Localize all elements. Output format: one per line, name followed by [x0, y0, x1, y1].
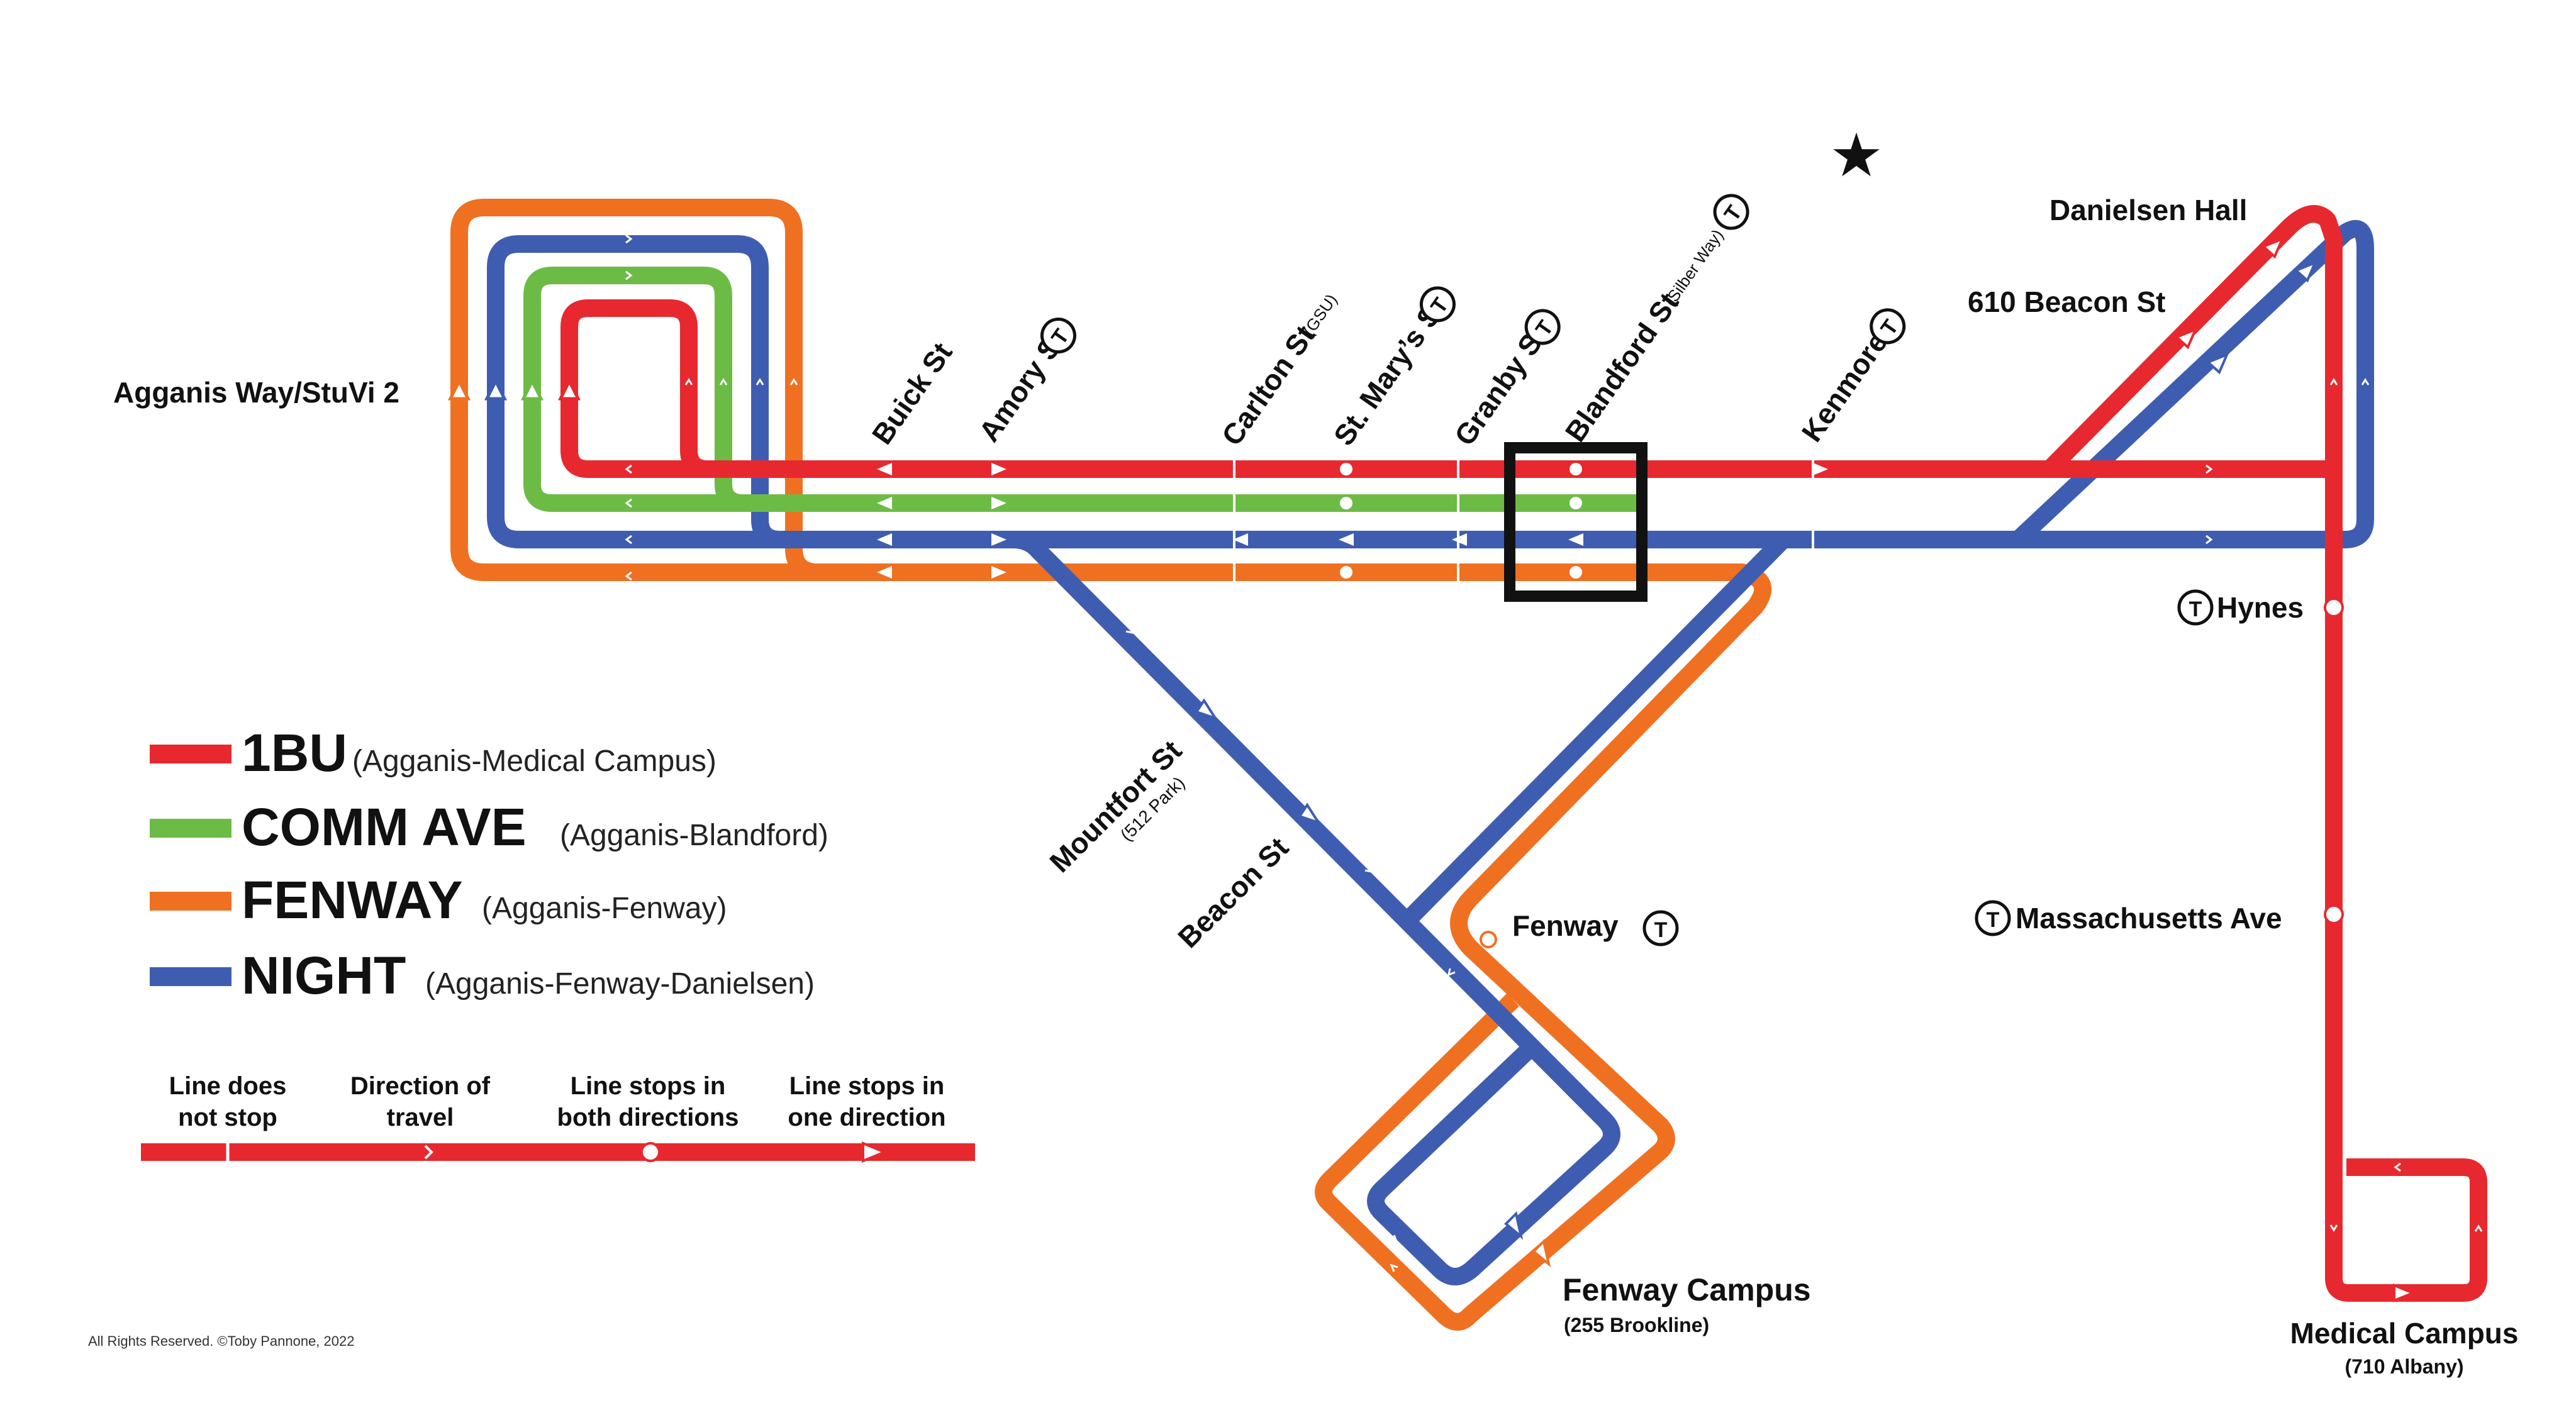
key-label-both-2: both directions: [557, 1104, 739, 1131]
legend-name-1bu: 1BU: [242, 723, 347, 782]
station-label-carlton: Carlton St: [1215, 319, 1322, 452]
agganis-green-stop: [520, 377, 544, 401]
station-label-danielsen: Danielsen Hall: [2049, 194, 2247, 226]
fenway-route-line: [450, 199, 1772, 1331]
legend-name-comm-ave: COMM AVE: [242, 797, 527, 857]
t-icon-letter: T: [2189, 597, 2202, 621]
legend-name-fenway: FENWAY: [242, 870, 463, 929]
hynes-stop: [2324, 597, 2344, 618]
station-sub-medical: (710 Albany): [2345, 1355, 2463, 1378]
legend-desc-night: (Agganis-Fenway-Danielsen): [425, 967, 815, 1001]
t-icon-letter: T: [1654, 918, 1668, 942]
key-label-one-1: Line stops in: [789, 1072, 945, 1100]
station-label-agganis: Agganis Way/StuVi 2: [113, 376, 399, 409]
1bu-route-line-danielsen: [2043, 205, 2343, 1264]
station-label-fenway-campus: Fenway Campus: [1563, 1272, 1811, 1307]
station-label-mass-ave: Massachusetts Ave: [2016, 902, 2282, 935]
t-icon: [1713, 194, 1749, 230]
night-route-line-east: [1400, 533, 1790, 928]
station-sub-fenway-campus: (255 Brookline): [1564, 1314, 1709, 1336]
station-sub-blandford: (Silber Way): [1660, 226, 1727, 310]
key-both-stop-circle: [640, 1142, 661, 1162]
legend-swatch-fenway: [150, 892, 231, 911]
station-label-fenway: Fenway: [1512, 909, 1619, 942]
legend-desc-fenway: (Agganis-Fenway): [482, 892, 727, 925]
key-direction-chevron: [424, 1145, 433, 1160]
blandford-highlight-box: [1504, 442, 1648, 602]
legend-name-night: NIGHT: [242, 946, 406, 1005]
key-one-direction-arrow: [862, 1141, 888, 1163]
comm-ave-route-line: [523, 267, 1641, 512]
stop-markers: [447, 236, 2417, 1302]
mass-ave-stop: [2324, 904, 2344, 924]
t-icon-letter: T: [1987, 908, 2000, 932]
t-icon: [1524, 309, 1561, 345]
direction-chevrons: [625, 234, 2483, 1272]
non-stop-ticks: [1233, 460, 1814, 581]
agganis-orange-stop: [447, 377, 471, 401]
route-lines: [450, 199, 2487, 1331]
station-label-medical: Medical Campus: [2290, 1317, 2519, 1350]
t-icon: [1040, 318, 1076, 354]
key-label-both-1: Line stops in: [571, 1072, 726, 1100]
station-label-blandford: Blandford St: [1559, 287, 1685, 448]
t-icon: [1419, 286, 1456, 323]
station-label-buick: Buick St: [866, 336, 959, 450]
night-route-line: [487, 235, 2019, 1285]
station-label-hynes: Hynes: [2217, 591, 2304, 624]
agganis-red-stop: [557, 377, 581, 401]
t-icon: [1975, 900, 2011, 936]
legend-desc-comm-ave: (Agganis-Blandford): [560, 819, 828, 852]
station-label-kenmore: Kenmore: [1795, 326, 1894, 448]
night-route-line-danielsen: [2012, 219, 2374, 548]
t-icon: [2177, 589, 2214, 626]
copyright-notice: All Rights Reserved. ©Toby Pannone, 2022: [88, 1333, 354, 1349]
t-icon: [1870, 308, 1906, 345]
station-label-beacon-st: Beacon St: [1171, 831, 1295, 954]
legend-swatch-comm-ave: [150, 819, 231, 838]
key-label-direction-1: Direction of: [350, 1072, 491, 1100]
agganis-blue-stop: [484, 377, 508, 401]
key-label-no-stop-2: not stop: [178, 1104, 277, 1131]
legend-desc-1bu: (Agganis-Medical Campus): [352, 745, 716, 778]
star-icon: ★: [1829, 120, 1883, 191]
key-label-direction-2: travel: [387, 1104, 454, 1131]
1bu-route-line: [560, 299, 2331, 478]
station-label-610-beacon: 610 Beacon St: [1968, 286, 2165, 318]
legend-swatch-1bu: [150, 745, 231, 763]
legend-swatch-night: [150, 967, 231, 986]
key-label-no-stop-1: Line does: [169, 1072, 287, 1100]
station-sub-carlton: (GSU): [1299, 291, 1341, 340]
t-icon: [1642, 910, 1679, 946]
fenway-stop: [1480, 931, 1497, 948]
1bu-route-line-medical: [2325, 1158, 2487, 1302]
legend: 1BU (Agganis-Medical Campus) COMM AVE (A…: [141, 723, 975, 1163]
key-label-one-2: one direction: [788, 1104, 945, 1131]
key-sample-line: [141, 1143, 975, 1161]
